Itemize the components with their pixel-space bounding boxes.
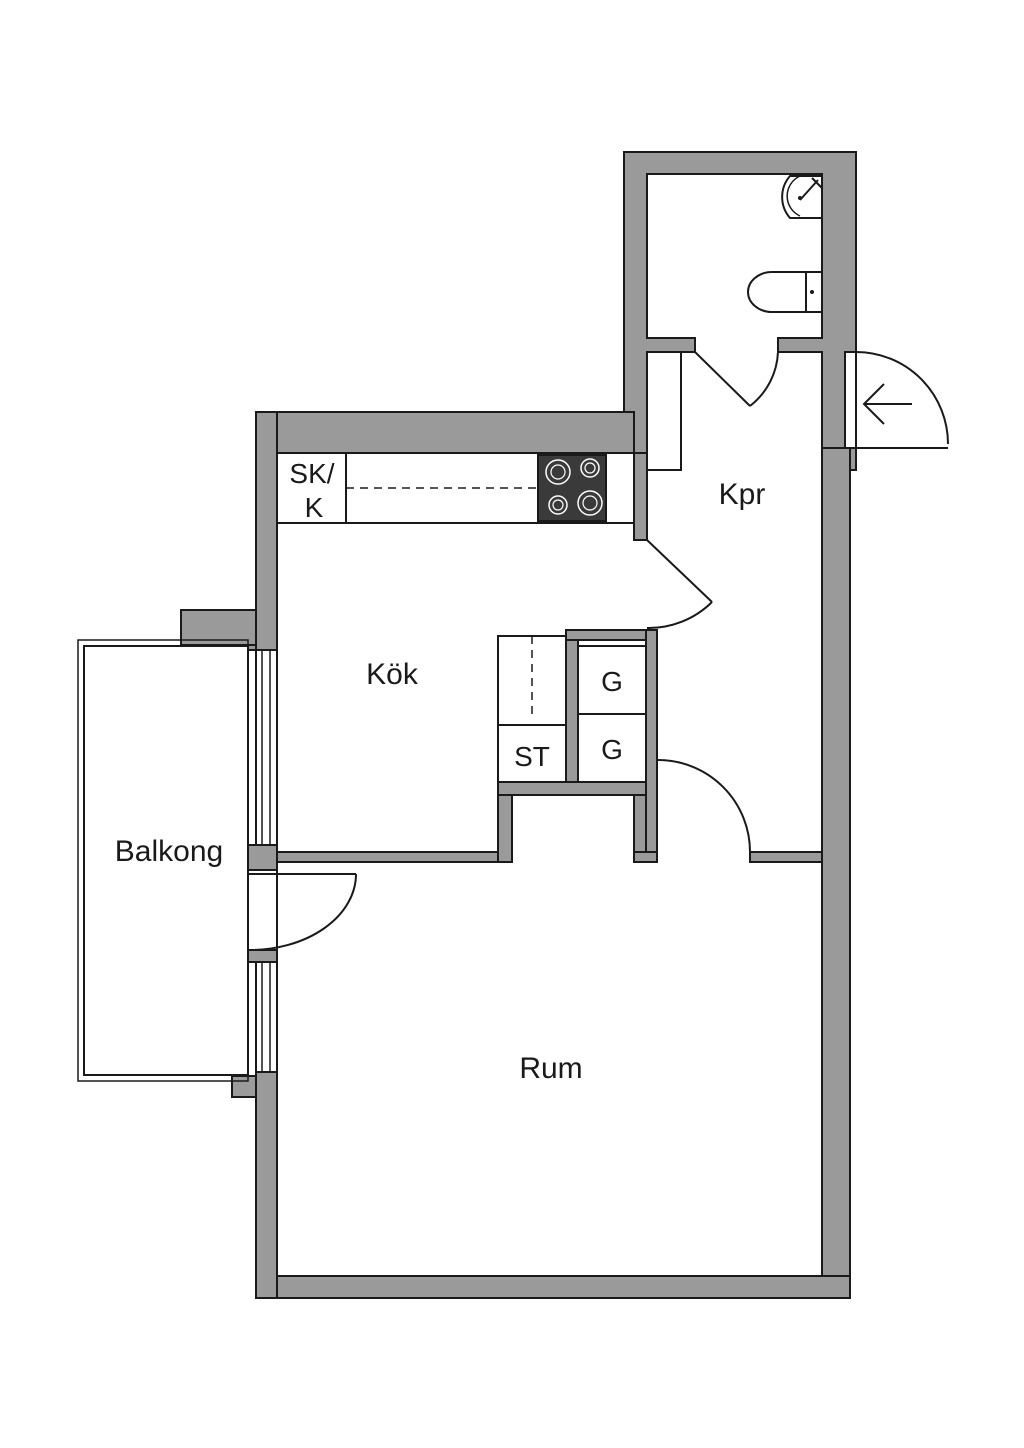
wall-left-mid xyxy=(247,844,278,871)
room-label-living: Rum xyxy=(519,1052,582,1085)
walls xyxy=(180,151,857,1299)
wall-hall-living xyxy=(749,851,823,863)
wall-closet-bottom xyxy=(497,781,647,796)
burner-3 xyxy=(548,495,568,515)
window-living xyxy=(255,961,278,1073)
burner-2 xyxy=(580,458,600,478)
wall-bottom xyxy=(255,1275,851,1299)
wall-balcony-bottom-stub xyxy=(231,1075,257,1098)
burner-4 xyxy=(577,490,603,516)
window-kitchen xyxy=(255,649,278,846)
room-label-balcony: Balkong xyxy=(115,835,223,868)
wall-balcony-top-stub xyxy=(180,609,257,646)
hall-wardrobe xyxy=(646,351,682,471)
wall-closet-right-upper xyxy=(645,629,658,863)
wall-kitchen-living xyxy=(276,851,499,863)
wall-hall-living-stub-left xyxy=(633,851,658,863)
label-k: K xyxy=(305,492,324,523)
wall-kitchen-hall xyxy=(633,452,648,541)
closets: ST G G xyxy=(497,635,647,783)
balcony xyxy=(77,639,249,1082)
toilet xyxy=(747,271,823,313)
bathroom xyxy=(747,175,823,313)
wall-left-lower xyxy=(255,1071,278,1299)
kitchen-counter: SK/ K xyxy=(276,452,635,524)
balcony-inner xyxy=(83,645,249,1076)
label-g1: G xyxy=(601,666,623,697)
burner-1 xyxy=(545,459,571,485)
wall-left-door-jamb xyxy=(247,949,278,963)
room-label-kitchen: Kök xyxy=(366,658,419,691)
closet-g-bottom xyxy=(577,713,647,783)
wall-closet-top xyxy=(565,629,647,641)
room-label-hall: Kpr xyxy=(719,478,766,511)
doors xyxy=(247,351,949,952)
label-st: ST xyxy=(514,741,550,772)
wall-right-main xyxy=(821,447,851,1299)
label-g2: G xyxy=(601,734,623,765)
wall-closet-divider xyxy=(565,635,579,783)
wall-left-upper xyxy=(255,411,278,651)
sink xyxy=(781,175,823,219)
label-sk: SK/ xyxy=(289,458,334,489)
